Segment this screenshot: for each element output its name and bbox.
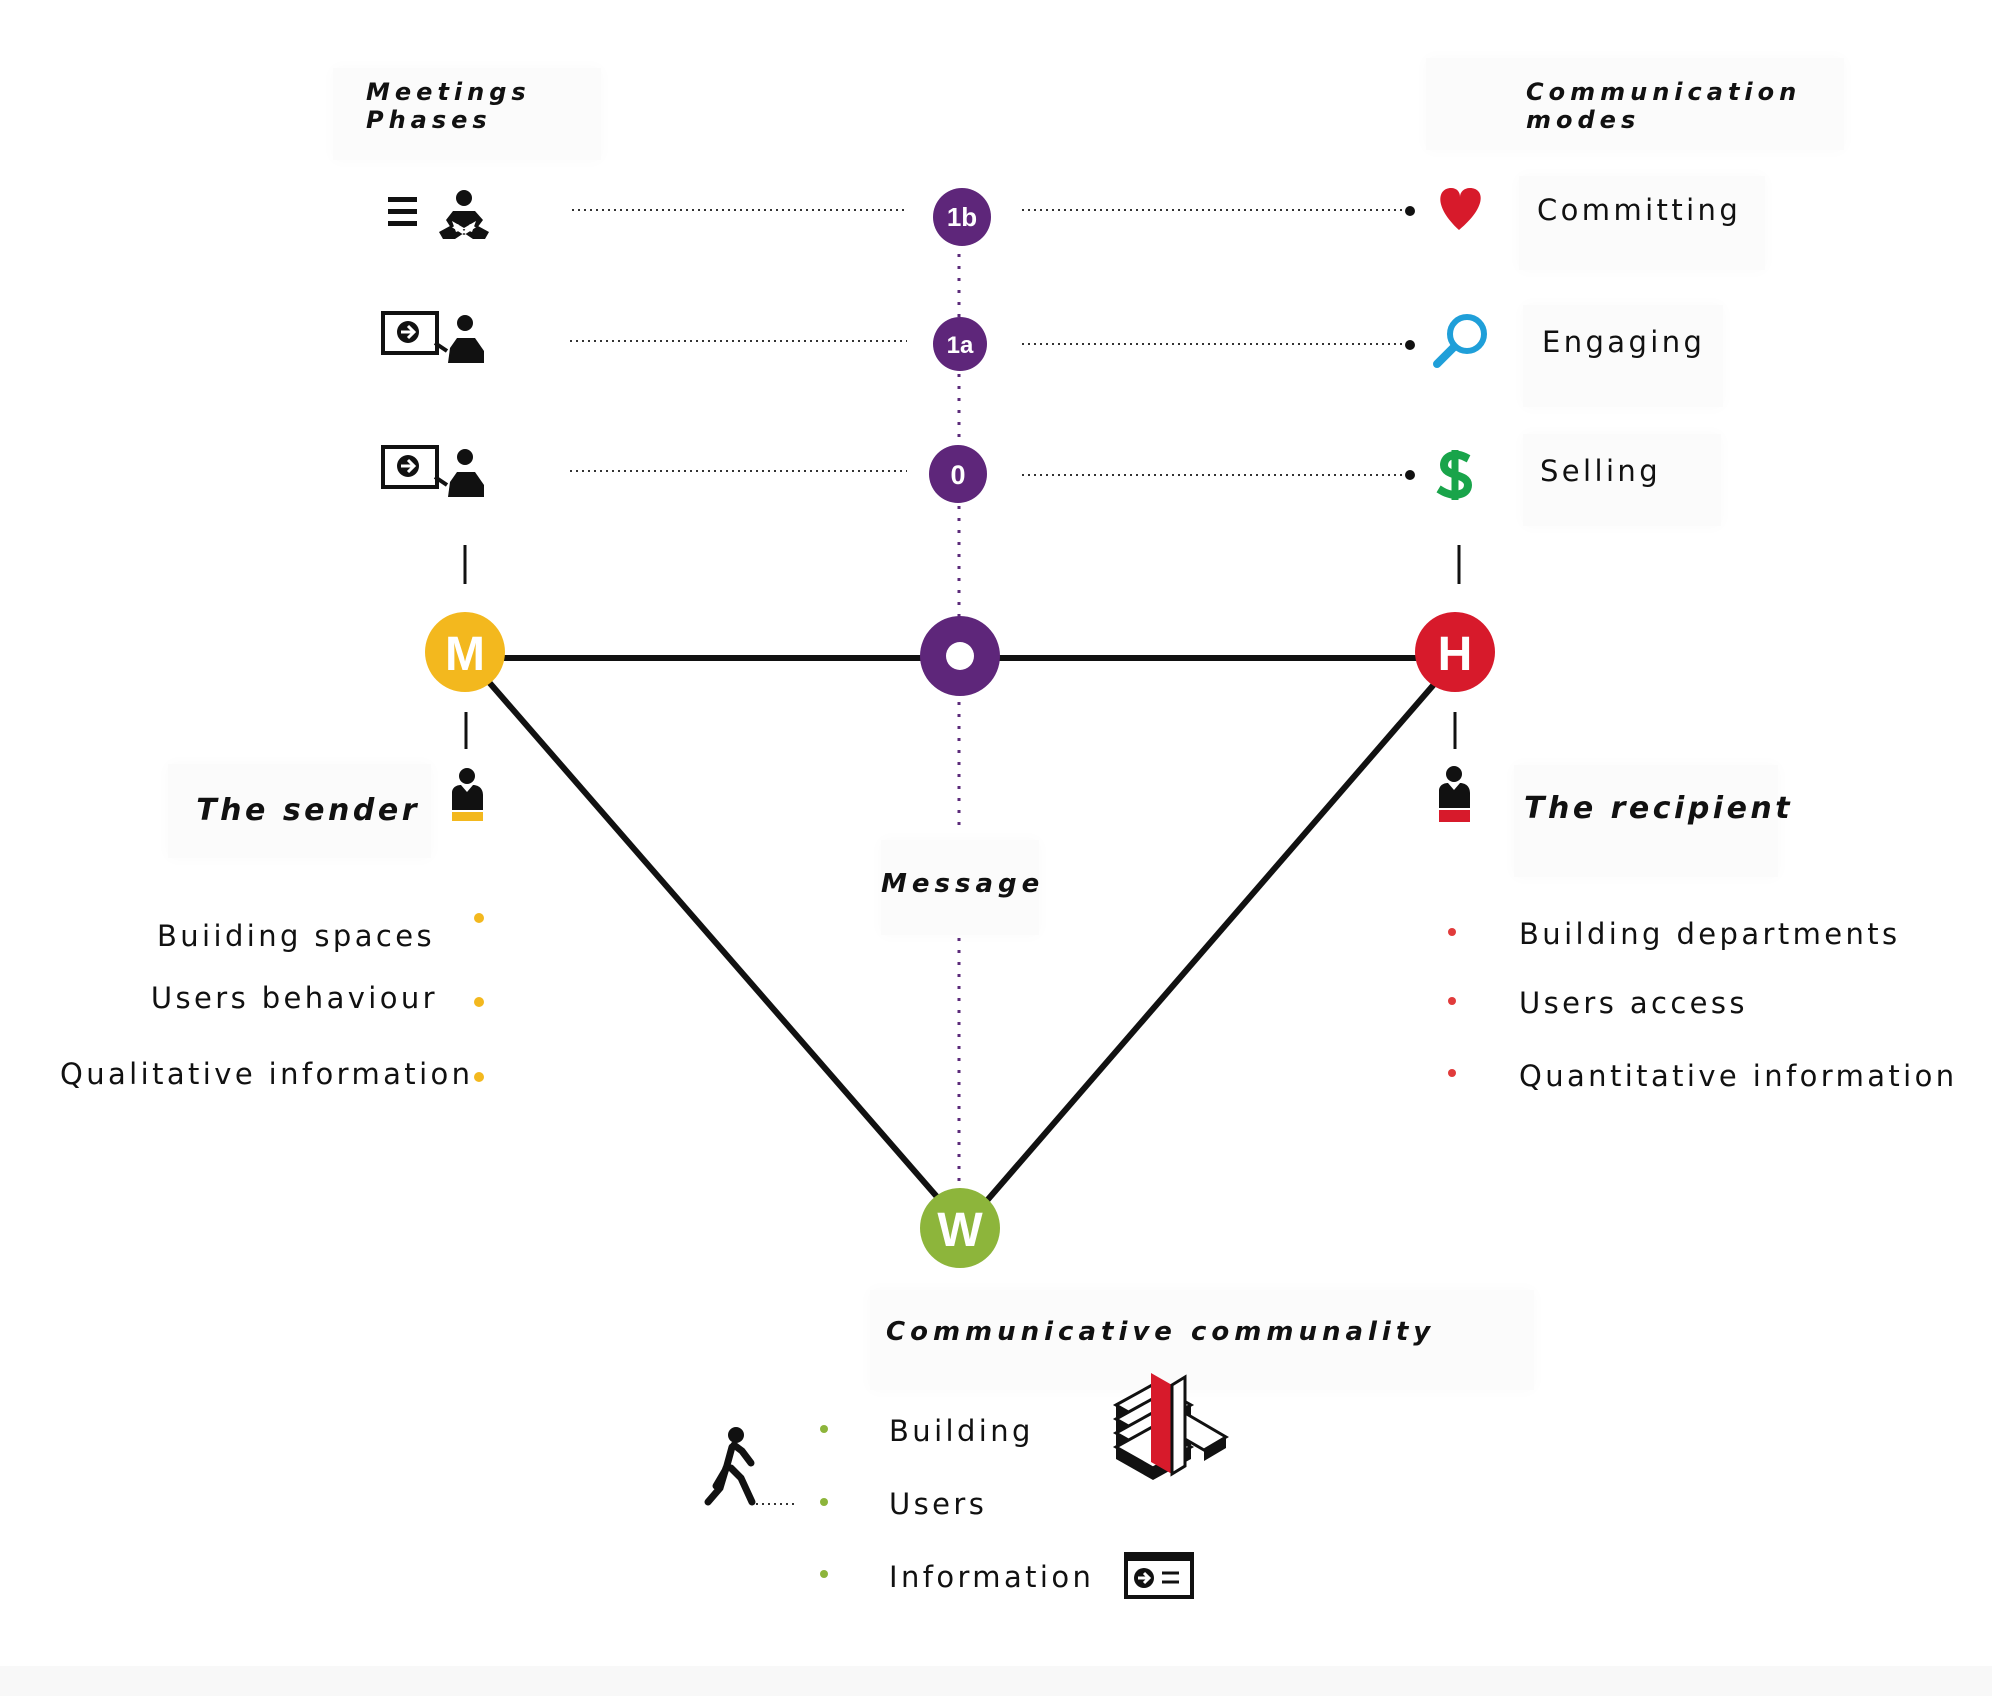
triangle-left-edge: [485, 679, 941, 1200]
reading-person-icon: [439, 190, 489, 239]
presentation-icon: [381, 445, 484, 497]
recipient-item: Users access: [1519, 986, 1748, 1020]
community-icons: [704, 1373, 1229, 1599]
dotted-connectors: [570, 206, 1415, 1505]
community-item: Users: [889, 1487, 988, 1521]
engaging-panel: [1523, 305, 1723, 407]
sender-item: Buiiding spaces: [156, 919, 435, 953]
phase-badge-0-label: 0: [950, 460, 965, 490]
node-w: [920, 1188, 1000, 1268]
walking-person-icon: [704, 1427, 756, 1506]
phase-badge-1a-label: 1a: [947, 332, 974, 359]
community-bullet: [820, 1425, 828, 1433]
heart-icon: [1440, 188, 1481, 230]
phase-bottom-right-dot: [1405, 470, 1415, 480]
menu-icon: [388, 197, 417, 226]
node-h-label: H: [1438, 628, 1473, 681]
recipient-title-panel: [1514, 765, 1778, 877]
community-item: Building: [889, 1414, 1034, 1448]
sender-item: Users behaviour: [150, 981, 438, 1015]
sender-title-panel: [168, 764, 431, 858]
building-stack-icon: [1112, 1373, 1229, 1480]
phase-badge-1b: [933, 188, 991, 246]
node-h: [1415, 612, 1495, 692]
phase-badge-1b-label: 1b: [947, 202, 977, 232]
selling-panel: [1523, 434, 1721, 526]
phase-badges: 1b 1a 0: [929, 188, 991, 503]
magnifier-icon: [1433, 314, 1487, 368]
bottom-fade: [0, 1666, 1992, 1696]
recipient-item: Quantitative information: [1519, 1059, 1958, 1093]
mode-selling-label: Selling: [1540, 454, 1662, 488]
mode-committing-label: Committing: [1537, 193, 1742, 227]
sender-bullet: [474, 997, 484, 1007]
sender-title: The sender: [196, 793, 420, 828]
node-m: [425, 612, 505, 692]
main-nodes: M H W: [425, 612, 1495, 1268]
presentation-icon: [381, 311, 484, 363]
communication-mode-icons: [1433, 188, 1487, 500]
node-w-label: W: [937, 1204, 983, 1257]
sender-item: Qualitative information: [60, 1057, 474, 1091]
message-heading: Message: [881, 869, 1045, 899]
recipient-bullet: [1448, 997, 1456, 1005]
phase-top-right-dot: [1405, 206, 1415, 216]
communication-modes-panel: [1426, 58, 1844, 150]
recipient-item: Building departments: [1519, 917, 1901, 951]
message-panel: [881, 840, 1039, 935]
community-bullet: [820, 1498, 828, 1506]
sender-bullet: [474, 913, 484, 923]
phase-icons: [381, 190, 489, 497]
recipient-bullet: [1448, 1069, 1456, 1077]
dollar-icon: [1436, 450, 1473, 500]
committing-panel: [1519, 176, 1765, 270]
information-browser-icon: [1124, 1552, 1194, 1599]
communicative-communality-heading: Communicative communality: [886, 1317, 1436, 1347]
recipient-bullet: [1448, 928, 1456, 936]
list-bullets: [474, 913, 1456, 1578]
node-o-center: [946, 642, 974, 670]
sender-person-icon: [452, 768, 483, 821]
meetings-phases-heading: Meetings Phases: [366, 78, 531, 134]
meetings-phases-panel: [333, 68, 601, 160]
recipient-title: The recipient: [1524, 791, 1794, 826]
node-m-label: M: [445, 628, 485, 681]
sender-bullet: [474, 1072, 484, 1082]
triangle-right-edge: [981, 680, 1439, 1206]
solid-structure-lines: [463, 545, 1461, 1206]
mode-engaging-label: Engaging: [1542, 325, 1706, 359]
phase-badge-0: [929, 445, 987, 503]
community-bullet: [820, 1570, 828, 1578]
role-icons: [452, 766, 1470, 822]
community-item: Information: [889, 1560, 1095, 1594]
community-title-panel: [870, 1290, 1534, 1390]
phase-middle-right-dot: [1405, 340, 1415, 350]
phase-badge-1a: [933, 317, 987, 371]
communication-modes-heading: Communication modes: [1526, 78, 1802, 134]
recipient-person-icon: [1439, 766, 1470, 822]
